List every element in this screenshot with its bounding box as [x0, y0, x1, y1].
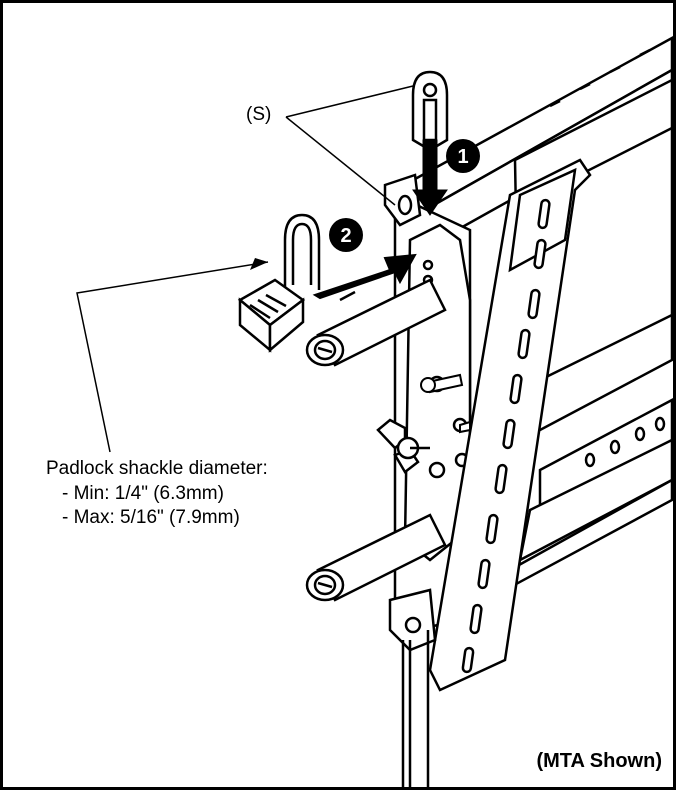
bottom-tube [305, 513, 447, 602]
spacer-label: (S) [246, 104, 272, 125]
padlock-leader-arrowhead [250, 258, 268, 270]
padlock-min-diameter: - Min: 1/4" (6.3mm) [62, 483, 224, 504]
step-badge-2: 2 [329, 218, 363, 252]
vertical-pole [401, 630, 430, 790]
wall-bracket-lower [388, 588, 437, 652]
tilt-knob [376, 418, 430, 474]
top-tube [305, 278, 447, 367]
tilt-arm [428, 158, 592, 692]
spacer-installed [383, 173, 422, 227]
arrow-step-2 [312, 253, 417, 300]
leader-lines [76, 85, 414, 453]
spacer-s [411, 70, 449, 152]
step-badge-1-text: 1 [457, 146, 468, 168]
tv-rail-bottom [503, 397, 674, 593]
padlock [237, 213, 321, 353]
padlock-shackle-title: Padlock shackle diameter: [46, 458, 268, 479]
step-badge-1: 1 [446, 139, 480, 173]
padlock-max-diameter: - Max: 5/16" (7.9mm) [62, 507, 240, 528]
model-shown-caption: (MTA Shown) [536, 750, 662, 772]
arrow-step-1 [412, 139, 448, 216]
step-badge-2-text: 2 [340, 225, 351, 247]
